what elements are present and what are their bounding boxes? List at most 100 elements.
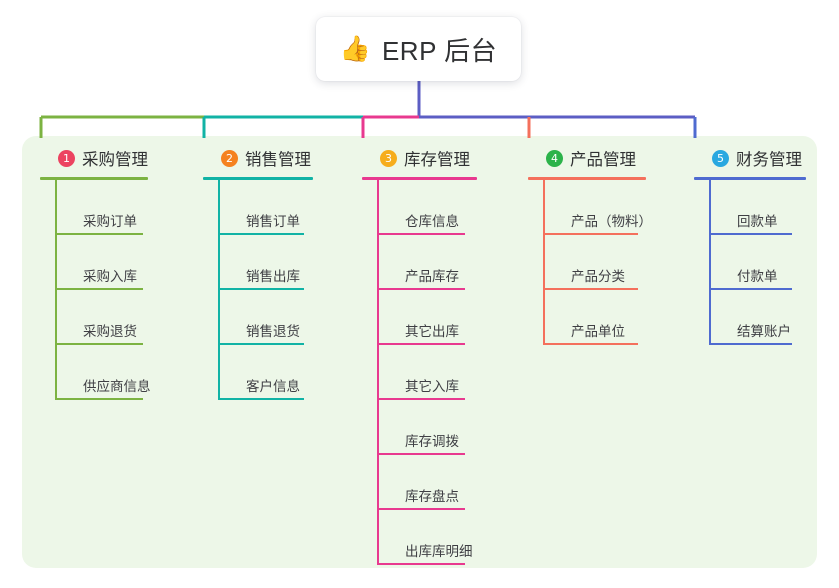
leaf-underline xyxy=(377,508,465,510)
leaf-label: 出库库明细 xyxy=(405,544,473,559)
branch-items-2: 销售订单销售出库销售退货客户信息 xyxy=(218,180,313,400)
leaf-underline xyxy=(55,398,143,400)
leaf-underline xyxy=(218,343,304,345)
leaf-underline xyxy=(55,343,143,345)
leaf-label: 产品库存 xyxy=(405,269,459,284)
leaf-label: 销售订单 xyxy=(246,214,300,229)
leaf-underline xyxy=(218,233,304,235)
branch-column-4: 4 产品管理产品（物料） 产品分类产品单位 xyxy=(528,145,652,345)
diagram-panel xyxy=(22,136,817,568)
leaf-node[interactable]: 产品分类 xyxy=(543,235,652,290)
leaf-underline xyxy=(543,233,638,235)
branch-items-1: 采购订单采购入库采购退货供应商信息 xyxy=(55,180,151,400)
branch-items-3: 仓库信息产品库存其它出库其它入库库存调拨库存盘点出库库明细 xyxy=(377,180,477,565)
leaf-underline xyxy=(377,343,465,345)
leaf-node[interactable]: 出库库明细 xyxy=(377,510,477,565)
leaf-node[interactable]: 回款单 xyxy=(709,180,806,235)
leaf-label: 产品分类 xyxy=(571,269,625,284)
leaf-label: 销售退货 xyxy=(246,324,300,339)
leaf-node[interactable]: 结算账户 xyxy=(709,290,806,345)
branch-header-1[interactable]: 1 采购管理 xyxy=(40,145,151,171)
branch-column-5: 5 财务管理回款单付款单结算账户 xyxy=(694,145,806,345)
leaf-node[interactable]: 销售退货 xyxy=(218,290,313,345)
leaf-label: 付款单 xyxy=(737,269,778,284)
leaf-underline xyxy=(377,453,465,455)
branch-column-3: 3 库存管理仓库信息产品库存其它出库其它入库库存调拨库存盘点出库库明细 xyxy=(362,145,477,565)
leaf-node[interactable]: 付款单 xyxy=(709,235,806,290)
leaf-node[interactable]: 库存盘点 xyxy=(377,455,477,510)
leaf-label: 采购入库 xyxy=(83,269,137,284)
branch-underline-4 xyxy=(528,177,646,180)
branch-items-5: 回款单付款单结算账户 xyxy=(709,180,806,345)
root-node-title: ERP 后台 xyxy=(381,35,498,66)
leaf-label: 产品单位 xyxy=(571,324,625,339)
leaf-label: 销售出库 xyxy=(246,269,300,284)
leaf-underline xyxy=(55,288,143,290)
branch-spine-5 xyxy=(709,180,711,345)
leaf-node[interactable]: 销售订单 xyxy=(218,180,313,235)
leaf-label: 产品（物料） xyxy=(571,214,652,229)
branch-spine-4 xyxy=(543,180,545,345)
leaf-label: 采购订单 xyxy=(83,214,137,229)
leaf-underline xyxy=(543,288,638,290)
leaf-node[interactable]: 库存调拨 xyxy=(377,400,477,455)
leaf-underline xyxy=(377,398,465,400)
leaf-node[interactable]: 仓库信息 xyxy=(377,180,477,235)
leaf-node[interactable]: 其它出库 xyxy=(377,290,477,345)
leaf-node[interactable]: 销售出库 xyxy=(218,235,313,290)
leaf-underline xyxy=(709,343,792,345)
leaf-underline xyxy=(709,288,792,290)
branch-badge-4: 4 xyxy=(546,149,563,167)
branch-badge-1: 1 xyxy=(58,149,75,167)
leaf-node[interactable]: 其它入库 xyxy=(377,345,477,400)
leaf-underline xyxy=(218,398,304,400)
leaf-node[interactable]: 供应商信息 xyxy=(55,345,151,400)
leaf-underline xyxy=(377,233,465,235)
leaf-node[interactable]: 产品库存 xyxy=(377,235,477,290)
leaf-node[interactable]: 采购退货 xyxy=(55,290,151,345)
leaf-underline xyxy=(377,288,465,290)
branch-badge-3: 3 xyxy=(380,149,397,167)
branch-title-4: 产品管理 xyxy=(570,151,636,169)
leaf-underline xyxy=(55,233,143,235)
root-node-card[interactable]: 👍 ERP 后台 xyxy=(316,17,521,81)
branch-column-1: 1 采购管理采购订单采购入库采购退货供应商信息 xyxy=(40,145,151,400)
branch-header-5[interactable]: 5 财务管理 xyxy=(694,145,806,171)
branch-items-4: 产品（物料） 产品分类产品单位 xyxy=(543,180,652,345)
branch-underline-2 xyxy=(203,177,313,180)
branch-title-3: 库存管理 xyxy=(404,151,470,169)
leaf-label: 回款单 xyxy=(737,214,778,229)
branch-spine-2 xyxy=(218,180,220,400)
branch-header-3[interactable]: 3 库存管理 xyxy=(362,145,477,171)
branch-spine-3 xyxy=(377,180,379,565)
leaf-node[interactable]: 产品单位 xyxy=(543,290,652,345)
leaf-label: 其它出库 xyxy=(405,324,459,339)
branch-title-5: 财务管理 xyxy=(736,151,802,169)
leaf-label: 库存调拨 xyxy=(405,434,459,449)
leaf-label: 供应商信息 xyxy=(83,379,151,394)
leaf-label: 其它入库 xyxy=(405,379,459,394)
leaf-label: 库存盘点 xyxy=(405,489,459,504)
thumbs-up-icon: 👍 xyxy=(339,34,371,63)
leaf-label: 采购退货 xyxy=(83,324,137,339)
leaf-label: 结算账户 xyxy=(737,324,791,339)
leaf-label: 仓库信息 xyxy=(405,214,459,229)
branch-header-4[interactable]: 4 产品管理 xyxy=(528,145,652,171)
branch-underline-3 xyxy=(362,177,477,180)
leaf-node[interactable]: 采购订单 xyxy=(55,180,151,235)
branch-spine-1 xyxy=(55,180,57,400)
leaf-node[interactable]: 客户信息 xyxy=(218,345,313,400)
branch-badge-5: 5 xyxy=(712,149,729,167)
leaf-node[interactable]: 采购入库 xyxy=(55,235,151,290)
leaf-underline xyxy=(218,288,304,290)
leaf-node[interactable]: 产品（物料） xyxy=(543,180,652,235)
branch-title-1: 采购管理 xyxy=(82,151,148,169)
leaf-underline xyxy=(709,233,792,235)
leaf-underline xyxy=(543,343,638,345)
leaf-label: 客户信息 xyxy=(246,379,300,394)
branch-underline-1 xyxy=(40,177,148,180)
leaf-underline xyxy=(377,563,465,565)
